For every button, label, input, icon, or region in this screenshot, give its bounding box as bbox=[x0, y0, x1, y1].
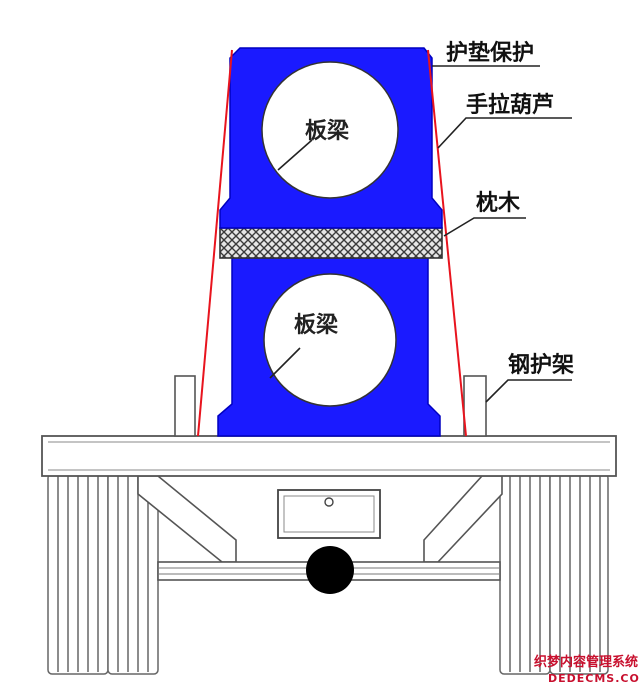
svg-text:织梦内容管理系统: 织梦内容管理系统 bbox=[534, 654, 638, 670]
pad-protection-label: 护垫保护 bbox=[446, 40, 534, 66]
upper-beam-label: 板梁 bbox=[305, 119, 349, 144]
upper-beam-hollow bbox=[261, 61, 399, 199]
trailer-deck bbox=[41, 435, 617, 477]
lower-beam-hollow bbox=[263, 273, 397, 407]
right-wheels bbox=[499, 473, 609, 675]
axle bbox=[157, 546, 501, 594]
chain-hoist-label: 手拉葫芦 bbox=[466, 92, 554, 118]
steel-frame-label: 钢护架 bbox=[508, 352, 574, 378]
leader-lines bbox=[269, 65, 572, 403]
lower-beam bbox=[217, 257, 441, 437]
control-box bbox=[277, 489, 381, 539]
svg-text:DEDECMS.COM: DEDECMS.COM bbox=[548, 672, 640, 685]
steel-guard-frame bbox=[174, 375, 487, 437]
axle-hub-icon bbox=[306, 546, 354, 594]
timber-pad-label: 枕木 bbox=[476, 191, 521, 216]
lower-beam-label: 板梁 bbox=[294, 313, 338, 338]
left-wheels bbox=[47, 473, 159, 675]
chain-hoist-strap bbox=[197, 49, 467, 437]
watermark: 织梦内容管理系统 DEDECMS.COM bbox=[534, 654, 640, 685]
timber-pad bbox=[219, 227, 443, 259]
upper-beam bbox=[219, 47, 443, 229]
